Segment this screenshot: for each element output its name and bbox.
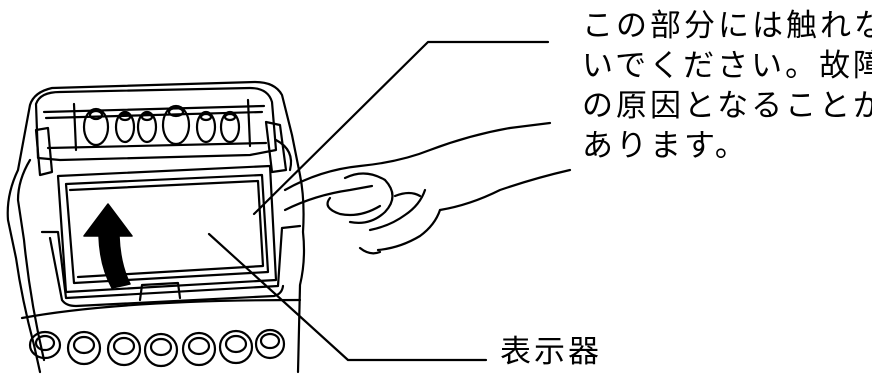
caution-line-4: あります。 [582,128,749,164]
caution-line-2: いでください。故障 [582,48,872,84]
mechanism-frame [34,86,278,162]
caution-line-1: この部分には触れな [582,8,872,44]
device-body [6,80,306,374]
lower-buttons [20,298,302,368]
caution-leader-line [252,40,550,216]
caution-note: この部分には触れな いでください。故障 の原因となることが あります。 [582,6,872,166]
display-panel [56,164,278,294]
display-leader-line [207,232,488,362]
mechanism-rollers [82,104,241,147]
hand-illustration [283,121,572,255]
tray-notch [138,281,182,302]
device-inner-rim [16,158,46,362]
display-label: 表示器 [500,334,602,370]
caution-line-3: の原因となることが [582,88,872,124]
upward-arrow-icon [83,203,133,289]
